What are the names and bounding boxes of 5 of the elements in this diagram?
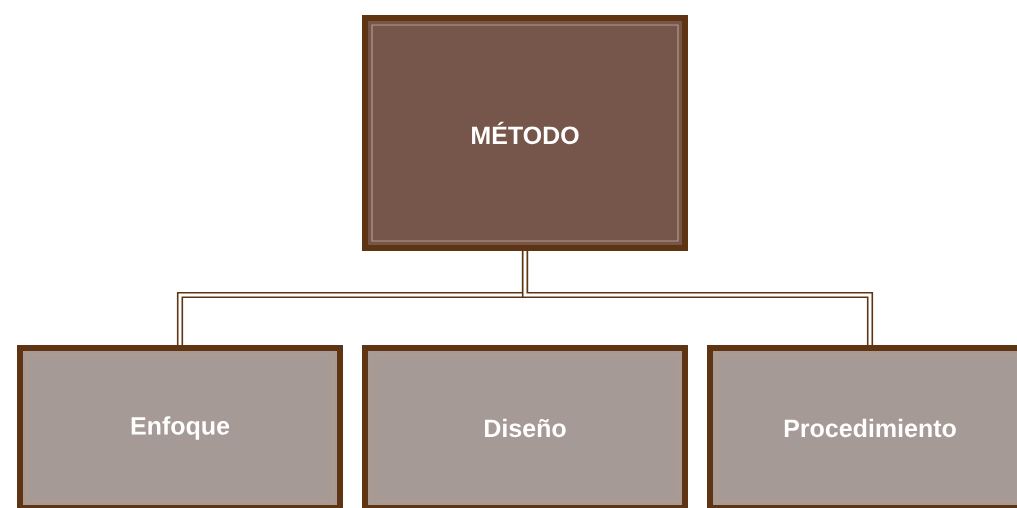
connector-line [521,251,874,345]
box: Diseño [362,345,688,508]
box: Procedimiento [707,345,1017,508]
box: Enfoque [17,345,343,508]
box: MÉTODO [362,15,688,251]
